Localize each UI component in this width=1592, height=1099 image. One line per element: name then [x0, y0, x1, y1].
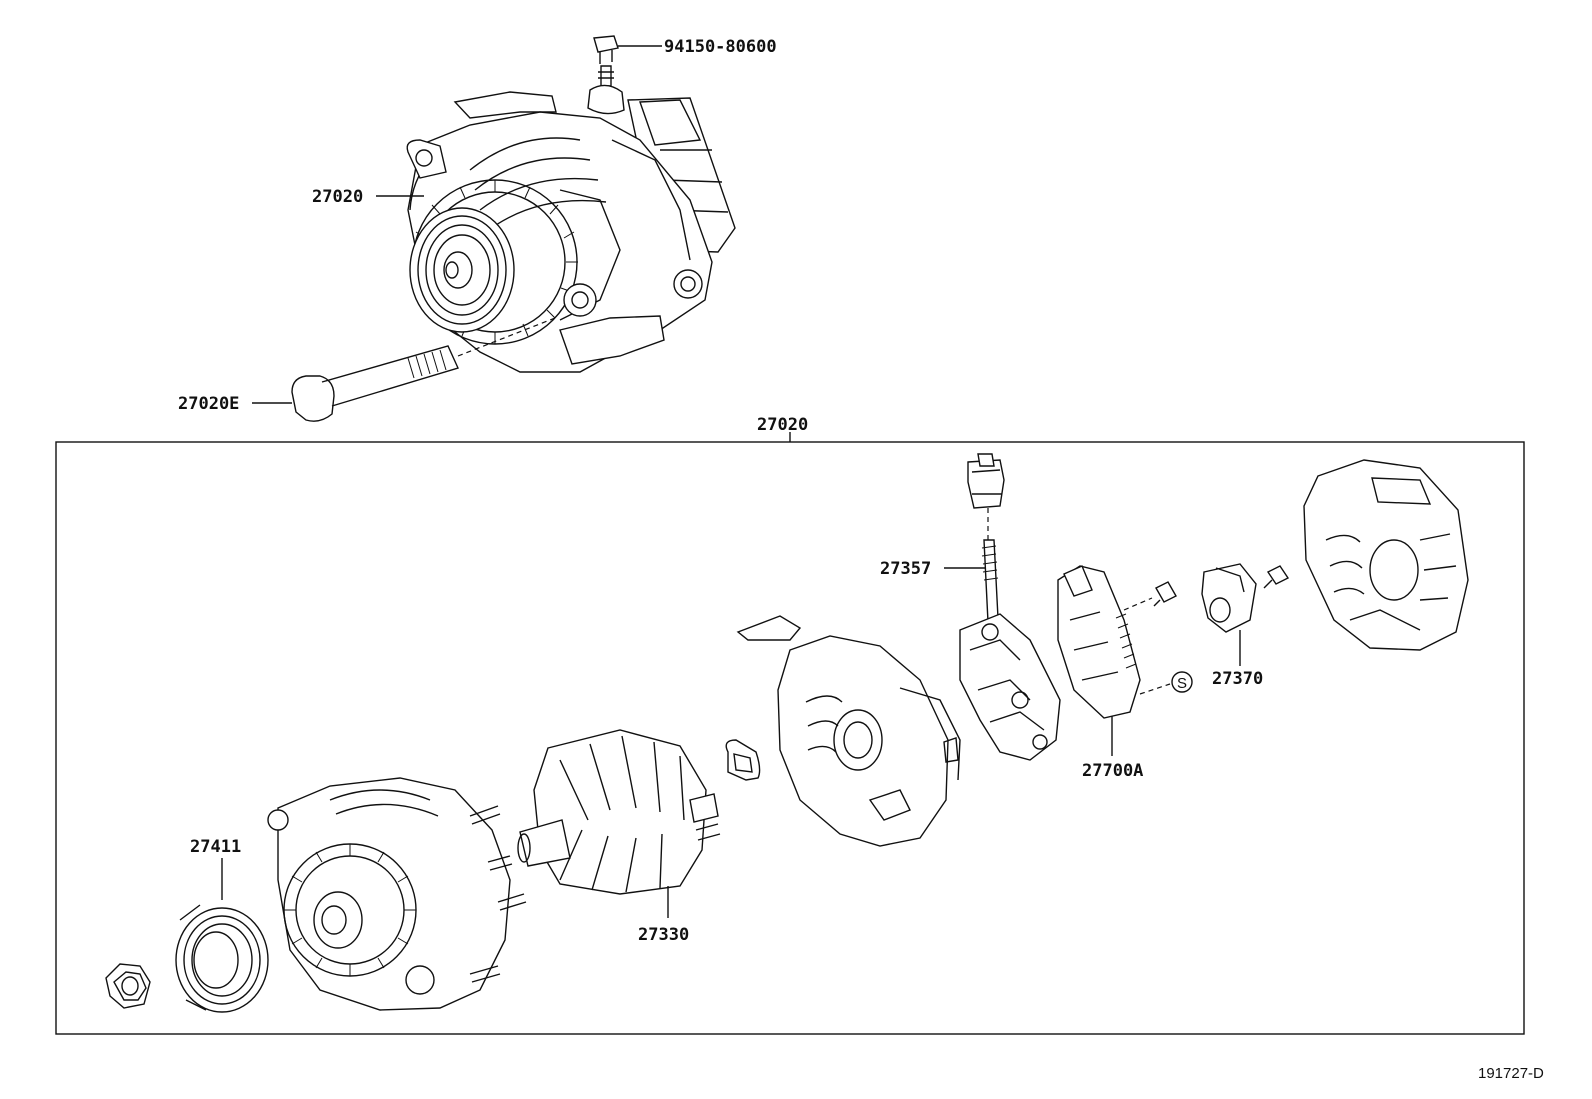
callout-27411: 27411 — [190, 837, 241, 857]
s-mark-symbol: S — [1171, 671, 1193, 693]
voltage-regulator-27700A — [1057, 565, 1141, 719]
callout-27020-top: 27020 — [312, 187, 363, 207]
dash-screw — [1123, 597, 1153, 611]
top-bolt-94150 — [593, 35, 619, 87]
callout-27700A: 27700A — [1082, 761, 1143, 781]
callout-27020E: 27020E — [178, 394, 239, 414]
long-bolt-27020E — [291, 317, 556, 422]
regulator-screw — [1153, 581, 1177, 607]
rectifier-holder-27357 — [959, 539, 1061, 761]
brush-holder-27370 — [1201, 563, 1257, 633]
brush-holder-screw — [1263, 565, 1290, 589]
callout-27370: 27370 — [1212, 669, 1263, 689]
callout-94150-80600: 94150-80600 — [664, 37, 777, 57]
callout-assembly-27020: 27020 — [757, 415, 808, 435]
rear-end-cover — [1303, 459, 1469, 651]
pulley-nut — [105, 963, 151, 1009]
pulley-27411 — [175, 904, 269, 1013]
callout-27330: 27330 — [638, 925, 689, 945]
dash-s-mark — [1139, 683, 1171, 695]
s-mark-text: S — [1177, 675, 1187, 692]
terminal-insulator — [967, 453, 1005, 509]
callout-27357: 27357 — [880, 559, 931, 579]
diagram-reference-code: 191727-D — [1478, 1065, 1544, 1082]
drive-end-frame — [267, 777, 527, 1011]
alternator-assembly-drawing — [406, 35, 736, 373]
rectifier-end-frame — [736, 615, 961, 847]
rotor-27330 — [517, 729, 721, 895]
seal-ring — [725, 739, 761, 781]
